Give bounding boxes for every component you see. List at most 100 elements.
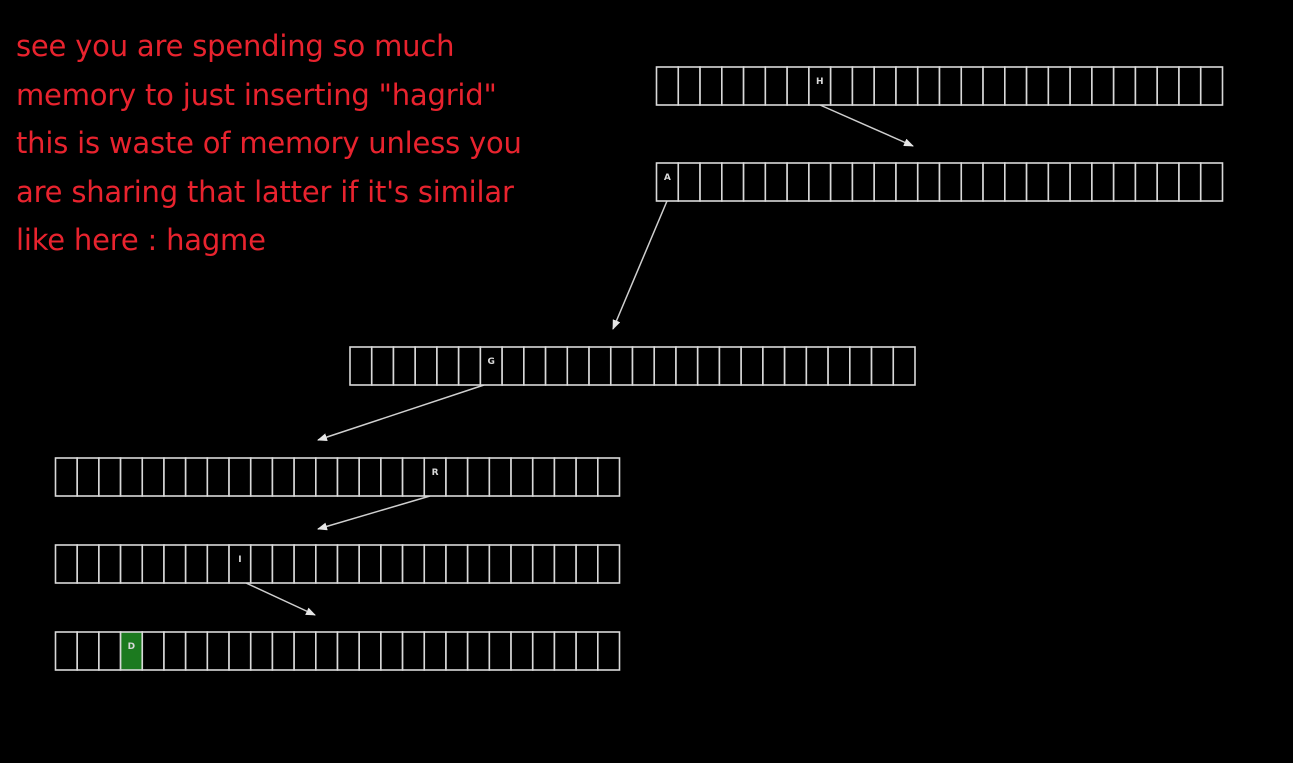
empty-cell xyxy=(553,457,577,497)
empty-cell xyxy=(501,346,525,386)
empty-cell xyxy=(380,631,404,671)
empty-cell xyxy=(531,631,556,671)
empty-cell xyxy=(76,631,100,671)
empty-cell xyxy=(293,544,317,584)
empty-cell xyxy=(370,346,395,386)
empty-cell xyxy=(742,66,767,106)
empty-cell xyxy=(653,346,677,386)
empty-cell xyxy=(1178,66,1202,106)
empty-cell xyxy=(895,162,919,202)
empty-cell xyxy=(1047,162,1071,202)
empty-cell xyxy=(423,631,447,671)
empty-cell xyxy=(609,346,634,386)
empty-cell xyxy=(677,66,701,106)
trie-node-r: R xyxy=(54,457,621,497)
empty-cell xyxy=(436,346,460,386)
empty-cell xyxy=(916,66,941,106)
empty-cell xyxy=(588,346,612,386)
empty-cell xyxy=(510,457,534,497)
empty-cell xyxy=(401,631,426,671)
empty-cell xyxy=(76,544,100,584)
cell-letter: D xyxy=(128,642,135,652)
empty-cell xyxy=(1199,66,1224,106)
empty-cell xyxy=(718,346,742,386)
empty-cell xyxy=(336,457,360,497)
trie-node-g: G xyxy=(349,346,916,386)
empty-cell xyxy=(982,66,1006,106)
empty-cell xyxy=(597,631,621,671)
empty-cell xyxy=(786,66,810,106)
empty-cell xyxy=(488,457,512,497)
empty-cell xyxy=(960,66,984,106)
empty-cell xyxy=(1199,162,1224,202)
empty-cell xyxy=(1112,66,1137,106)
empty-cell xyxy=(1134,66,1158,106)
empty-cell xyxy=(631,346,656,386)
empty-cell xyxy=(786,162,810,202)
empty-cell xyxy=(851,162,875,202)
empty-cell xyxy=(457,346,482,386)
empty-cell xyxy=(721,162,745,202)
empty-cell xyxy=(206,457,230,497)
empty-cell xyxy=(380,544,404,584)
empty-cell xyxy=(575,544,599,584)
empty-cell xyxy=(764,162,788,202)
empty-cell xyxy=(249,631,274,671)
empty-cell xyxy=(982,162,1006,202)
empty-cell xyxy=(445,544,469,584)
empty-cell xyxy=(916,162,941,202)
empty-cell xyxy=(960,162,984,202)
empty-cell xyxy=(141,631,165,671)
empty-cell xyxy=(206,544,230,584)
trie-node-h: H xyxy=(655,66,1224,106)
trie-node-d: D xyxy=(54,631,621,671)
empty-cell xyxy=(510,631,534,671)
pointer-arrow xyxy=(819,104,914,147)
empty-cell xyxy=(98,544,122,584)
cell-letter: A xyxy=(664,173,671,183)
empty-cell xyxy=(523,346,547,386)
empty-cell xyxy=(98,457,122,497)
empty-cell xyxy=(849,346,873,386)
empty-cell xyxy=(851,66,875,106)
empty-cell xyxy=(271,544,295,584)
empty-cell xyxy=(98,631,122,671)
empty-cell xyxy=(870,346,895,386)
pointer-arrow xyxy=(612,200,668,330)
empty-cell xyxy=(510,544,534,584)
empty-cell xyxy=(184,631,209,671)
empty-cell xyxy=(414,346,438,386)
empty-cell xyxy=(553,544,577,584)
empty-cell xyxy=(336,631,360,671)
empty-cell xyxy=(228,631,252,671)
empty-cell xyxy=(566,346,590,386)
empty-cell xyxy=(696,346,721,386)
empty-cell xyxy=(762,346,786,386)
pointer-arrows xyxy=(245,104,914,616)
empty-cell xyxy=(655,66,680,106)
empty-cell xyxy=(808,162,832,202)
cell-letter: R xyxy=(432,468,439,478)
empty-cell xyxy=(764,66,788,106)
empty-cell xyxy=(740,346,764,386)
empty-cell xyxy=(1025,162,1050,202)
empty-cell xyxy=(163,544,187,584)
empty-cell xyxy=(54,457,78,497)
empty-cell xyxy=(1178,162,1202,202)
empty-cell xyxy=(271,631,295,671)
empty-cell xyxy=(54,544,78,584)
empty-cell xyxy=(805,346,829,386)
empty-cell xyxy=(1156,162,1180,202)
empty-cell xyxy=(163,457,187,497)
annotation-text: see you are spending so much memory to j… xyxy=(16,22,616,265)
empty-cell xyxy=(597,457,621,497)
empty-cell xyxy=(675,346,699,386)
pointer-arrow xyxy=(245,582,316,616)
annotation-line: are sharing that latter if it's similar xyxy=(16,174,514,209)
annotation-line: see you are spending so much xyxy=(16,29,455,63)
empty-cell xyxy=(315,631,339,671)
empty-cell xyxy=(401,457,426,497)
empty-cell xyxy=(119,457,144,497)
empty-cell xyxy=(1025,66,1050,106)
empty-cell xyxy=(358,457,382,497)
